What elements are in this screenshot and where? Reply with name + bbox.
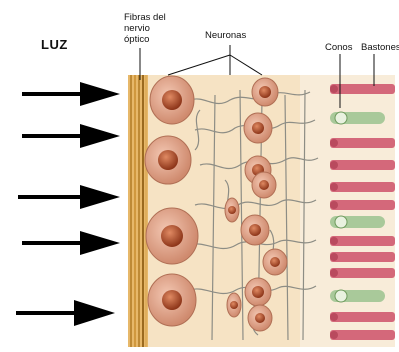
light-arrow bbox=[22, 82, 120, 106]
neuron-cell bbox=[227, 293, 241, 317]
rods-label: Bastones bbox=[361, 42, 399, 53]
rod bbox=[330, 182, 395, 192]
fibras-line-3: óptico bbox=[124, 34, 184, 45]
cones-label: Conos bbox=[325, 42, 352, 53]
neuron-cell bbox=[252, 172, 276, 198]
light-arrow bbox=[22, 231, 120, 255]
light-label: LUZ bbox=[41, 37, 68, 52]
fibras-line-1: Fibras del bbox=[124, 12, 184, 23]
cone bbox=[330, 216, 385, 228]
rod bbox=[330, 330, 395, 340]
neuron-cell bbox=[150, 76, 194, 124]
neuron-cell bbox=[146, 208, 198, 264]
fibras-line-2: nervio bbox=[124, 23, 184, 34]
neuron-cell bbox=[145, 136, 191, 184]
rod bbox=[330, 252, 395, 262]
rod bbox=[330, 268, 395, 278]
neuron-cell bbox=[248, 305, 272, 331]
cone bbox=[330, 112, 385, 124]
light-arrows bbox=[16, 82, 120, 326]
neuronas-leader bbox=[168, 45, 262, 75]
rod bbox=[330, 160, 395, 170]
neuron-cell bbox=[225, 198, 239, 222]
neurons-label: Neuronas bbox=[205, 30, 246, 41]
rod bbox=[330, 200, 395, 210]
rod bbox=[330, 138, 395, 148]
cone bbox=[330, 290, 385, 302]
neuron-cell bbox=[245, 278, 271, 306]
optic-nerve-fibers-label: Fibras del nervio óptico bbox=[124, 12, 184, 45]
light-arrow bbox=[16, 300, 115, 326]
rod bbox=[330, 236, 395, 246]
light-arrow bbox=[18, 185, 120, 209]
neuron-cell bbox=[263, 249, 287, 275]
optic-nerve-fibers bbox=[128, 75, 148, 347]
neuron-cell bbox=[244, 113, 272, 143]
light-arrow bbox=[22, 124, 120, 148]
neuron-cell bbox=[241, 215, 269, 245]
rod bbox=[330, 312, 395, 322]
neuron-cell bbox=[148, 274, 196, 326]
neuron-cell bbox=[252, 78, 278, 106]
